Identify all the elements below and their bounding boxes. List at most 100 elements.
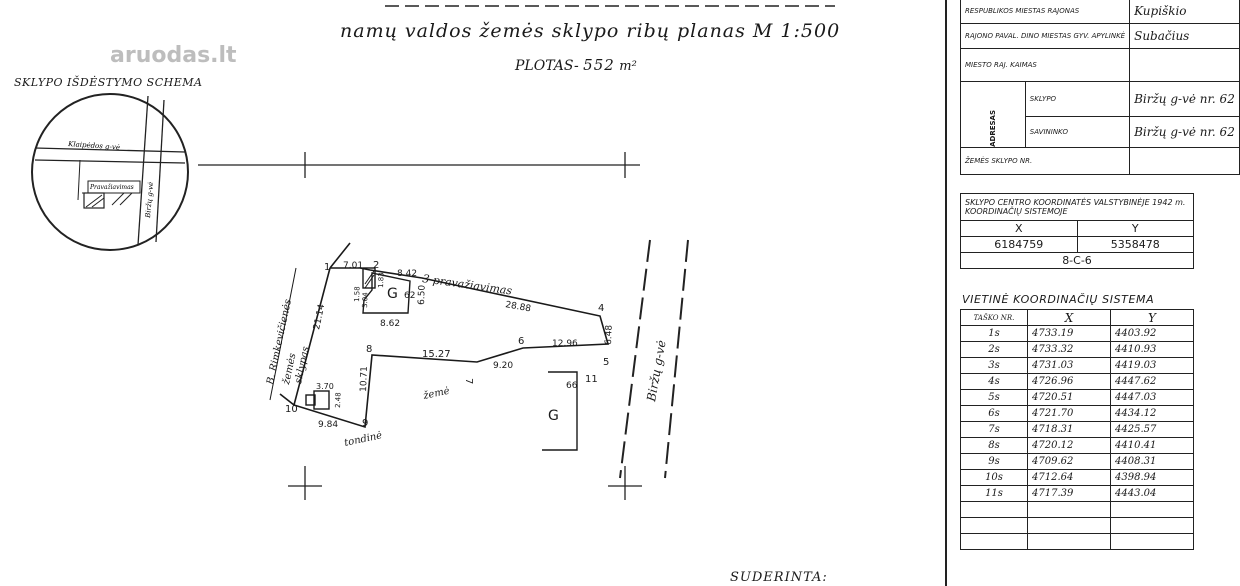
point-label: 9 xyxy=(362,418,368,429)
local-cell-x: 4718.31 xyxy=(1027,421,1111,438)
measurement: 21.14 xyxy=(312,303,327,331)
hatch xyxy=(364,270,375,285)
admin-value xyxy=(1129,147,1240,175)
boundary-polyline xyxy=(293,267,610,429)
scheme-hatch xyxy=(111,192,125,206)
measurement: 12.96 xyxy=(552,339,578,349)
measurement-labels: 7.01 8.42 28.88 6.50 8.62 6.48 12.96 9.2… xyxy=(312,261,615,430)
building-g2-label: G xyxy=(548,408,559,424)
point-label: 2 xyxy=(373,260,379,271)
centre-coords-table: SKLYPO CENTRO KOORDINATĖS VALSTYBINĖJE 1… xyxy=(960,193,1194,269)
centre-y-value: 5358478 xyxy=(1076,236,1194,253)
local-cell-x: 4709.62 xyxy=(1027,453,1111,470)
local-cell-x: 4720.12 xyxy=(1027,437,1111,454)
scheme-hatch xyxy=(91,197,105,208)
admin-label: RAJONO PAVAL. DINO MIESTAS GYV. APYLINKĖ xyxy=(959,23,1131,49)
buildings xyxy=(305,267,578,451)
local-cell-no: 2s xyxy=(960,341,1028,358)
building-62-label: 62 xyxy=(404,291,415,301)
scheme-street-line xyxy=(137,95,149,246)
measurement: 10.71 xyxy=(359,366,370,392)
local-cell-no: 4s xyxy=(960,373,1028,390)
measurement: 1.58 xyxy=(353,286,362,302)
measurement: 9.84 xyxy=(318,420,338,430)
admin-label: RESPUBLIKOS MIESTAS RAJONAS xyxy=(959,0,1131,24)
plan-drawing: Klaipėdos g-vė Pravažiavimas Biržų g-vė … xyxy=(31,0,947,586)
local-cell-y: 4398.94 xyxy=(1110,469,1194,486)
admin-label: ŽEMĖS SKLYPO NR. xyxy=(959,147,1131,175)
scheme-street-line xyxy=(155,99,165,243)
shed xyxy=(313,390,330,410)
measurement: 8.62 xyxy=(380,319,400,329)
building-66-label: 66 xyxy=(566,381,578,391)
local-cell-y: 4410.41 xyxy=(1110,437,1194,454)
measurement: 28.88 xyxy=(504,300,531,314)
admin-label: SKLYPO xyxy=(1024,81,1131,117)
street-edge xyxy=(619,239,651,479)
local-cell-y: 4434.12 xyxy=(1110,405,1194,422)
local-cell-x xyxy=(1027,517,1111,534)
local-cell-x: 4733.19 xyxy=(1027,325,1111,342)
point-label: 8 xyxy=(366,344,372,355)
plot-boundary xyxy=(269,242,610,429)
local-cell-y: 4408.31 xyxy=(1110,453,1194,470)
building-g-label: G xyxy=(387,286,398,302)
local-cell-x xyxy=(1027,533,1111,550)
measurement: 3.04 xyxy=(361,292,370,308)
local-cell-y: 4425.57 xyxy=(1110,421,1194,438)
measurement: 6.48 xyxy=(604,324,615,345)
scheme-title: SKLYPO IŠDĖSTYMO SCHEMA xyxy=(14,76,203,89)
neighbour-label: sklypas xyxy=(293,346,312,385)
local-cell-x: 4726.96 xyxy=(1027,373,1111,390)
local-cell-no xyxy=(960,501,1028,518)
admin-label: SAVININKO xyxy=(1024,116,1131,148)
admin-table: RESPUBLIKOS MIESTAS RAJONAS Kupiškio RAJ… xyxy=(959,0,1240,175)
local-cell-no: 3s xyxy=(960,357,1028,374)
local-cell-no: 6s xyxy=(960,405,1028,422)
table-row xyxy=(960,501,1194,518)
house-62 xyxy=(362,272,411,314)
zeme-label: žemė xyxy=(421,386,450,403)
centre-code: 8-C-6 xyxy=(960,252,1194,269)
local-cell-x: 4731.03 xyxy=(1027,357,1111,374)
approved-label: SUDERINTA: xyxy=(730,570,828,585)
local-cell-y xyxy=(1110,517,1194,534)
point-label: 1 xyxy=(324,262,330,273)
local-cell-y: 4403.92 xyxy=(1110,325,1194,342)
local-cell-x: 4721.70 xyxy=(1027,405,1111,422)
point-labels: 1 2 4 5 6 7 8 9 10 11 xyxy=(285,260,609,429)
measurement: 3.70 xyxy=(316,382,334,391)
local-cell-x: 4712.64 xyxy=(1027,469,1111,486)
admin-value: Kupiškio xyxy=(1129,0,1240,24)
shed-small xyxy=(305,394,316,406)
local-cell-y xyxy=(1110,533,1194,550)
scheme-circle xyxy=(31,93,189,251)
point-label: 10 xyxy=(285,404,298,415)
house-annex xyxy=(362,267,376,289)
scheme-hatch xyxy=(85,194,103,208)
hatch xyxy=(364,274,375,289)
local-cell-no: 7s xyxy=(960,421,1028,438)
point-label: 11 xyxy=(585,374,598,385)
scheme-lane xyxy=(87,180,141,194)
admin-value: Biržų g-vė nr. 62 xyxy=(1129,116,1240,148)
scheme-street-line xyxy=(34,147,186,153)
street-label: Biržų g-vė xyxy=(644,339,669,403)
boundary-extension xyxy=(329,242,351,269)
watermark: aruodas.lt xyxy=(110,43,237,68)
area-value: 552 xyxy=(583,56,615,74)
scheme-lane-label: Pravažiavimas xyxy=(89,184,134,191)
building-66 xyxy=(542,371,578,451)
local-col-no: TAŠKO NR. xyxy=(960,309,1028,326)
local-cell-no xyxy=(960,533,1028,550)
local-cell-x: 4720.51 xyxy=(1027,389,1111,406)
admin-value xyxy=(1129,48,1240,82)
local-cell-x: 4717.39 xyxy=(1027,485,1111,502)
